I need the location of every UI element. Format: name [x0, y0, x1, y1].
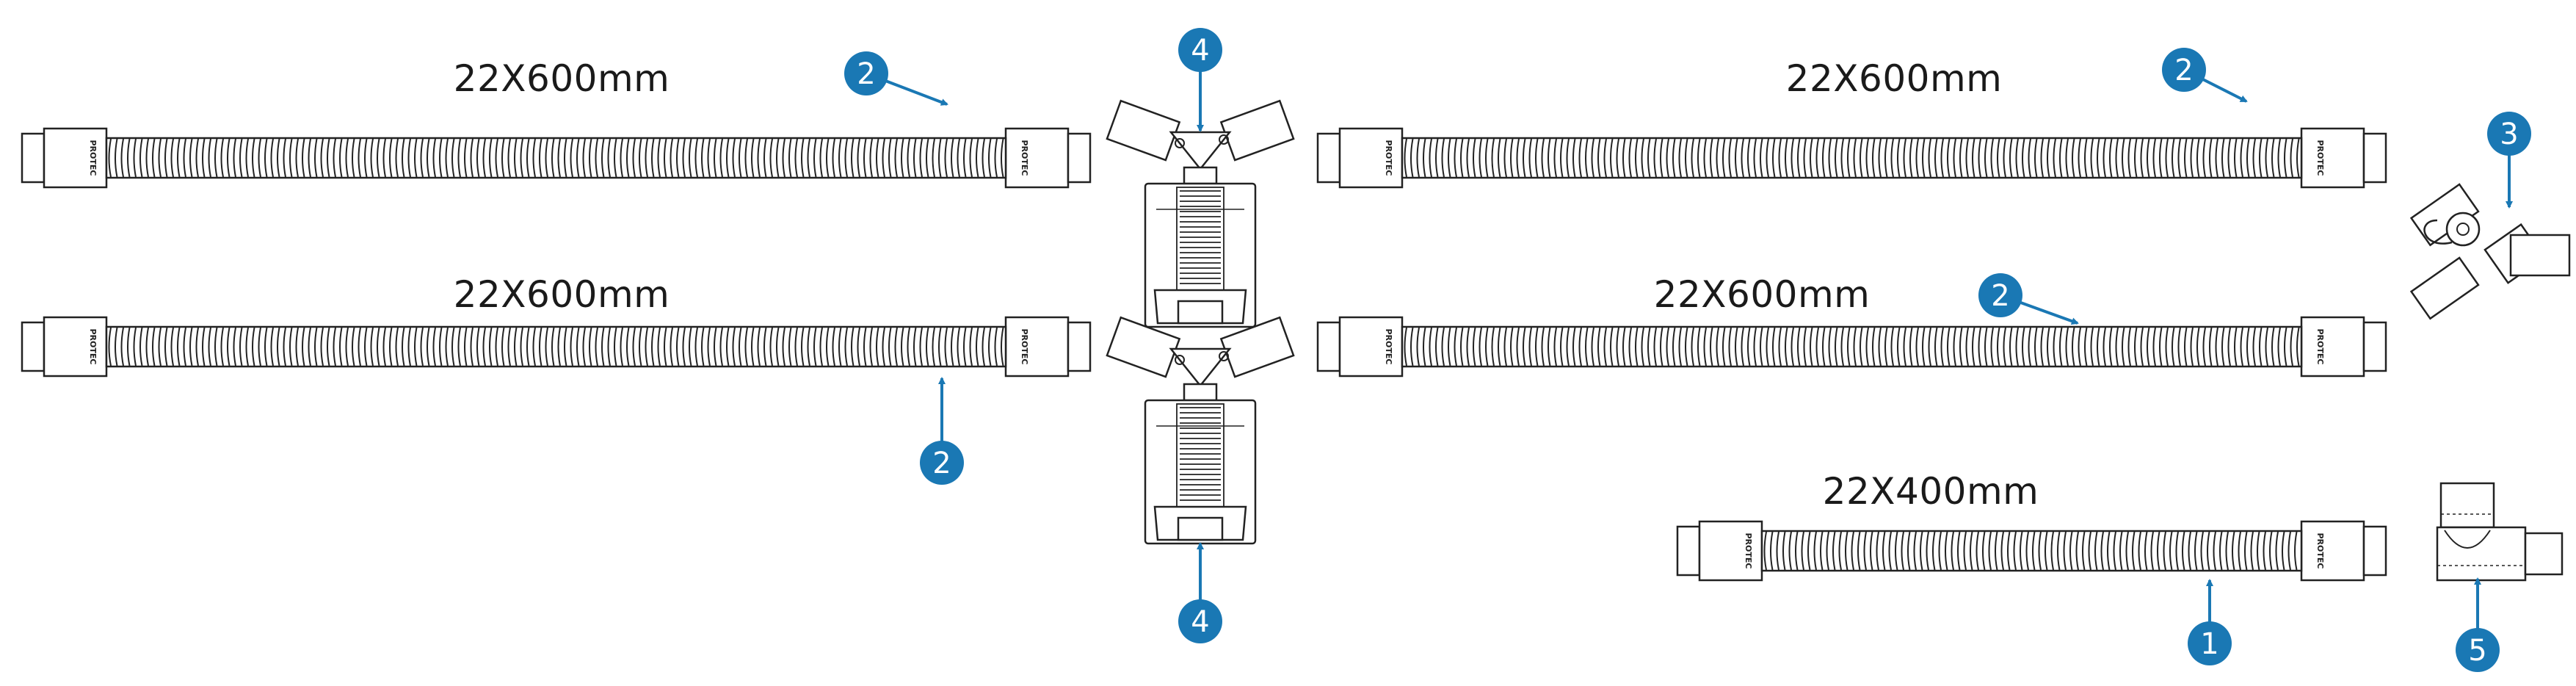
callout-number: 5 — [2468, 634, 2486, 668]
callout-c3: 3 — [2487, 112, 2531, 209]
y-connector-water-trap-top — [1106, 99, 1295, 328]
callout-number: 1 — [2200, 627, 2218, 661]
callout-number: 2 — [932, 447, 951, 480]
cuff-brand-text: PROTEC — [1744, 533, 1753, 569]
hose-top-left: PROTEC PROTEC — [21, 127, 1092, 189]
callout-c5: 5 — [2456, 577, 2500, 672]
callout-c4b: 4 — [1178, 542, 1222, 643]
y-piece — [2409, 183, 2571, 320]
callout-c2c: 2 — [1978, 273, 2079, 325]
hose-mid-left: PROTEC PROTEC — [21, 316, 1092, 378]
callout-number: 2 — [857, 57, 875, 91]
hose-mid-right: PROTEC PROTEC — [1316, 316, 2387, 378]
cuff-brand-text: PROTEC — [2315, 329, 2325, 365]
hose-mid-right-length: 22X600mm — [1653, 273, 1871, 316]
callout-badge — [2487, 112, 2531, 156]
y-connector-water-trap-bottom — [1106, 316, 1295, 545]
elbow-connector — [2436, 482, 2564, 582]
cuff-brand-text: PROTEC — [88, 140, 98, 176]
callout-c1: 1 — [2188, 579, 2232, 665]
hose-top-right-length: 22X600mm — [1785, 57, 2003, 100]
hose-top-left-length: 22X600mm — [453, 57, 670, 100]
callout-badge — [1178, 599, 1222, 643]
hose-top-right: PROTEC PROTEC — [1316, 127, 2387, 189]
hose-bottom-length: 22X400mm — [1822, 470, 2039, 513]
callout-badge — [844, 51, 888, 95]
callout-number: 3 — [2500, 118, 2518, 151]
cuff-brand-text: PROTEC — [1384, 329, 1393, 365]
callout-number: 4 — [1191, 605, 1209, 639]
callout-number: 2 — [1991, 279, 2009, 313]
cuff-brand-text: PROTEC — [88, 329, 98, 365]
callout-c2b: 2 — [2162, 48, 2248, 103]
callout-badge — [2162, 48, 2206, 92]
callout-badge — [1978, 273, 2022, 317]
cuff-brand-text: PROTEC — [1020, 140, 1029, 176]
callout-badge — [1178, 28, 1222, 72]
cuff-brand-text: PROTEC — [1384, 140, 1393, 176]
callout-number: 2 — [2174, 54, 2193, 87]
cuff-brand-text: PROTEC — [2315, 533, 2325, 569]
callout-c2d: 2 — [920, 377, 964, 485]
callout-number: 4 — [1191, 34, 1209, 68]
cuff-brand-text: PROTEC — [1020, 329, 1029, 365]
hose-bottom: PROTEC PROTEC — [1676, 520, 2387, 582]
cuff-brand-text: PROTEC — [2315, 140, 2325, 176]
callout-c2a: 2 — [844, 51, 948, 106]
callout-badge — [2188, 621, 2232, 665]
callout-badge — [920, 441, 964, 485]
callout-badge — [2456, 628, 2500, 672]
hose-mid-left-length: 22X600mm — [453, 273, 670, 316]
callout-c4a: 4 — [1178, 28, 1222, 132]
